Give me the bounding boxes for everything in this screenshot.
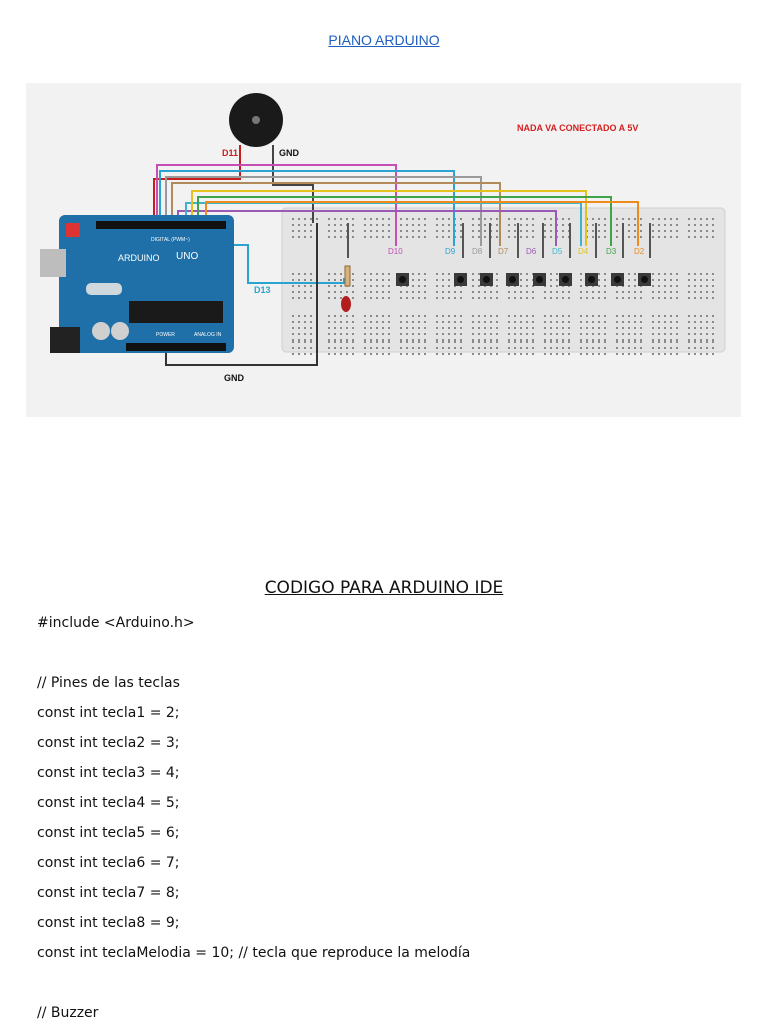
- usb-port: [40, 249, 66, 277]
- wire-d13: [223, 244, 345, 284]
- push-button: [638, 273, 651, 286]
- push-button: [454, 273, 467, 286]
- breadboard-holes: [292, 218, 714, 355]
- code-line: const int tecla6 = 7;: [37, 855, 180, 871]
- wires: [153, 145, 639, 366]
- code-line: const int teclaMelodia = 10; // tecla qu…: [37, 945, 471, 961]
- analog-header: [126, 343, 226, 351]
- circuit-svg: ARDUINO UNO DIGITAL (PWM~) POWER ANALOG …: [40, 93, 726, 383]
- board-brand-label: ARDUINO: [118, 253, 160, 263]
- push-button: [396, 273, 409, 286]
- code-line: // Pines de las teclas: [37, 675, 180, 691]
- push-buttons: [396, 273, 651, 286]
- pin-label-d4: D4: [578, 247, 589, 256]
- board-analog-label: ANALOG IN: [194, 332, 222, 338]
- code-line: const int tecla1 = 2;: [37, 705, 180, 721]
- push-button: [585, 273, 598, 286]
- push-button: [559, 273, 572, 286]
- pin-label-d9: D9: [445, 247, 456, 256]
- pin-label-d8: D8: [472, 247, 483, 256]
- pin-label-d10: D10: [388, 247, 403, 256]
- power-jack: [50, 327, 80, 353]
- code-line: [37, 968, 737, 998]
- wire-gnd-bottom: [165, 223, 318, 366]
- wire-d6: [177, 210, 557, 246]
- breadboard: [281, 207, 726, 353]
- gnd-bottom-label: GND: [224, 373, 245, 383]
- reset-button: [66, 223, 80, 237]
- code-line: // Buzzer: [37, 1005, 99, 1021]
- digital-header: [96, 221, 226, 229]
- code-line: const int tecla4 = 5;: [37, 795, 180, 811]
- pin-label-d3: D3: [606, 247, 617, 256]
- led: [341, 296, 351, 312]
- pin-label-d5: D5: [552, 247, 563, 256]
- wire-d3: [197, 196, 612, 246]
- code-line: const int tecla5 = 6;: [37, 825, 180, 841]
- code-line: const int tecla3 = 4;: [37, 765, 180, 781]
- pin-label-d6: D6: [526, 247, 537, 256]
- board-digital-label: DIGITAL (PWM~): [151, 237, 190, 243]
- resistor: [344, 265, 351, 287]
- buzzer: [229, 93, 283, 147]
- circuit-diagram: ARDUINO UNO DIGITAL (PWM~) POWER ANALOG …: [26, 83, 741, 417]
- wire-d11: [153, 145, 241, 218]
- push-button: [480, 273, 493, 286]
- crystal: [86, 283, 122, 295]
- code-listing: #include <Arduino.h> // Pines de las tecl…: [37, 608, 737, 1028]
- d13-label: D13: [254, 285, 271, 295]
- code-line: [37, 638, 737, 668]
- wire-d9: [159, 170, 455, 246]
- d11-label: D11: [222, 148, 238, 158]
- gnd-top-label: GND: [279, 148, 300, 158]
- wire-d2: [205, 201, 639, 246]
- push-button: [533, 273, 546, 286]
- code-section-title: CODIGO PARA ARDUINO IDE: [264, 578, 504, 598]
- page-title-link[interactable]: PIANO ARDUINO: [328, 32, 440, 48]
- push-button: [506, 273, 519, 286]
- pin-label-d7: D7: [498, 247, 509, 256]
- pin-label-d2: D2: [634, 247, 645, 256]
- push-button: [611, 273, 624, 286]
- code-line: const int tecla8 = 9;: [37, 915, 180, 931]
- board-model-label: UNO: [176, 251, 198, 262]
- code-line: const int tecla2 = 3;: [37, 735, 180, 751]
- code-line: const int tecla7 = 8;: [37, 885, 180, 901]
- arduino-uno-board: ARDUINO UNO DIGITAL (PWM~) POWER ANALOG …: [40, 215, 234, 353]
- pin-leads: [347, 223, 651, 258]
- microcontroller-chip: [129, 301, 223, 323]
- pin-labels: D10 D9 D8 D7 D6 D5 D4 D3 D2: [388, 247, 645, 256]
- wire-d10: [156, 164, 397, 246]
- code-line: #include <Arduino.h>: [37, 615, 195, 631]
- wire-d4: [191, 190, 587, 246]
- board-power-label: POWER: [156, 332, 175, 338]
- note-label: NADA VA CONECTADO A 5V: [517, 123, 638, 133]
- wire-d7: [171, 182, 501, 246]
